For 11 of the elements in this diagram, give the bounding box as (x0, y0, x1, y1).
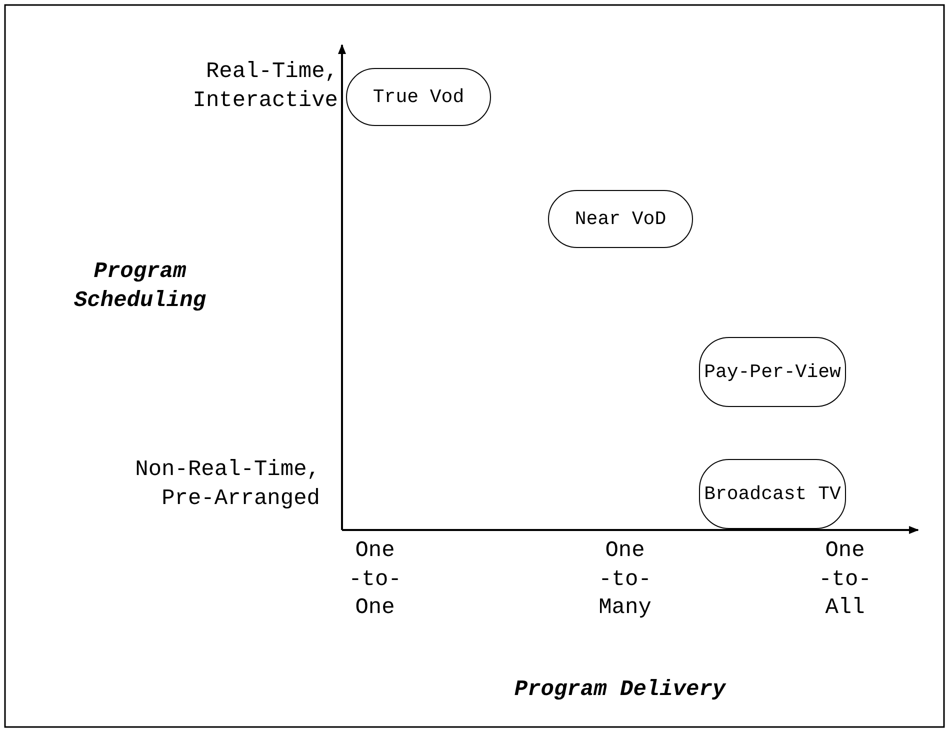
category-box: Broadcast TV (699, 459, 846, 529)
category-box: Near VoD (548, 190, 693, 248)
axis-value-label: One -to- All (818, 537, 872, 622)
axis-title: Program Delivery (513, 676, 727, 704)
axis-value-label: Non-Real-Time, Pre-Arranged (134, 456, 320, 513)
axis-value-label: Real-Time, Interactive (192, 58, 338, 115)
category-box: True Vod (346, 68, 491, 126)
axis-title: Program Scheduling (72, 258, 207, 315)
axis-value-label: One -to- Many (598, 537, 652, 622)
axis-value-label: One -to- One (348, 537, 402, 622)
category-box: Pay-Per-View (699, 337, 846, 407)
